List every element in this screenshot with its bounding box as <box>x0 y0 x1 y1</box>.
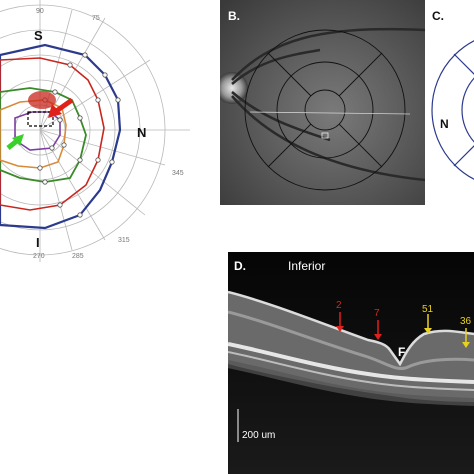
marker-arrows <box>336 312 470 348</box>
angle-label: 75 <box>92 15 100 22</box>
test-points <box>37 52 121 218</box>
etdrs-grid <box>244 29 406 191</box>
superior-label: S <box>34 28 43 43</box>
isopter-blue <box>0 43 122 230</box>
marker-label: 51 <box>422 304 434 315</box>
marker-label: 36 <box>460 316 472 327</box>
grid-map-panel: C. N <box>430 0 474 205</box>
visual-field-panel: 90 75 345 315 285 270 S N I <box>0 0 215 262</box>
panel-b-label: B. <box>228 9 240 23</box>
inferior-label: I <box>36 235 40 250</box>
fundus-panel: B. <box>220 0 425 205</box>
scale-bar-label: 200 um <box>242 430 275 441</box>
rpe-layer <box>228 342 474 384</box>
marker-label: 7 <box>374 308 380 319</box>
perimetry-grid <box>0 0 190 262</box>
panel-d-label: D. <box>234 259 246 273</box>
angle-label: 90 <box>36 8 44 15</box>
panel-c-label: C. <box>432 9 444 23</box>
isopter-red <box>0 57 105 211</box>
scotoma-area <box>28 91 56 109</box>
nasal-label: N <box>137 125 146 140</box>
perimetry-chart: 90 75 345 315 285 270 S N I <box>0 0 190 262</box>
grid-map: C. N <box>431 9 474 180</box>
angle-label: 285 <box>72 253 84 260</box>
angle-label: 315 <box>118 237 130 244</box>
direction-label: Inferior <box>288 259 325 273</box>
angle-label: 270 <box>33 253 45 260</box>
isopter-green <box>0 87 87 183</box>
panel-c-nasal-label: N <box>440 117 449 131</box>
angle-label: 345 <box>172 170 184 177</box>
oct-scan: 2 7 51 36 F 200 um D. Inferior <box>228 252 474 474</box>
oct-panel: 2 7 51 36 F 200 um D. Inferior <box>228 252 474 474</box>
fovea-label: F <box>398 345 405 359</box>
optic-disc <box>220 72 248 104</box>
red-arrow-icon <box>48 97 74 118</box>
fundus-image: B. <box>220 0 425 205</box>
marker-label: 2 <box>336 300 342 311</box>
green-arrow-icon <box>6 134 24 150</box>
dashed-box <box>27 111 54 127</box>
